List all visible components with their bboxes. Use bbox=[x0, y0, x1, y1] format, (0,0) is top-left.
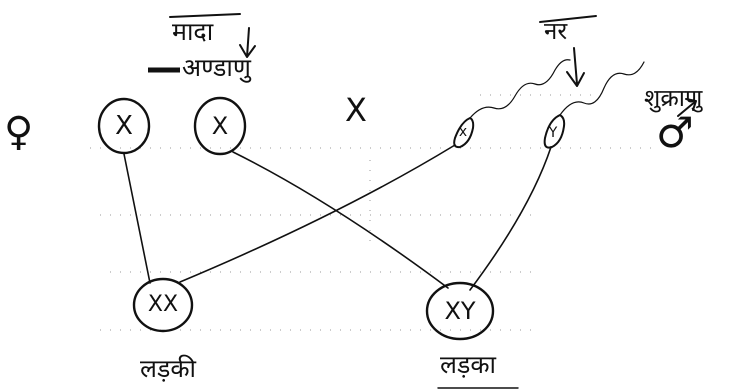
sperm-tail-2 bbox=[559, 61, 645, 116]
egg-cell-2-chromosome: X bbox=[211, 112, 229, 140]
boy-label: लड़का bbox=[440, 350, 497, 379]
egg-cell-2 bbox=[193, 96, 247, 156]
girl-cell bbox=[132, 277, 194, 333]
male-arrow-icon bbox=[566, 47, 585, 87]
sperm-head-1 bbox=[453, 117, 475, 149]
female-parent-label: मादा bbox=[172, 17, 214, 46]
female-overline bbox=[169, 13, 241, 18]
boy-cell bbox=[425, 281, 495, 341]
sperm-tail-1 bbox=[469, 59, 571, 119]
sperm-label: शुक्राणु bbox=[644, 84, 703, 112]
male-parent-label: नर bbox=[544, 17, 568, 45]
arrow-to-male-symbol-icon bbox=[677, 98, 697, 117]
girl-label: लड़की bbox=[140, 354, 197, 383]
line-egg2-to-boy bbox=[232, 151, 449, 289]
line-sperm2-to-boy bbox=[469, 146, 552, 291]
male-overline bbox=[539, 15, 597, 23]
egg-label: अण्डाणु bbox=[182, 53, 251, 82]
male-symbol: ♂ bbox=[656, 108, 694, 157]
egg-cell-1-chromosome: X bbox=[115, 111, 133, 141]
boy-cell-chromosomes: XY bbox=[444, 297, 476, 325]
sperm-2-chromosome: Y bbox=[548, 125, 558, 141]
female-symbol: ♀ bbox=[4, 109, 34, 155]
sperm-1-chromosome: x bbox=[458, 124, 468, 140]
line-egg1-to-girl bbox=[123, 153, 151, 284]
sperm-head-2 bbox=[543, 114, 566, 149]
egg-cell-1 bbox=[97, 97, 151, 155]
scan-dots bbox=[90, 94, 660, 331]
girl-cell-chromosomes: XX bbox=[147, 292, 179, 317]
female-arrow-icon bbox=[239, 27, 256, 58]
line-sperm1-to-girl bbox=[179, 144, 456, 283]
cross-symbol: X bbox=[345, 91, 367, 129]
